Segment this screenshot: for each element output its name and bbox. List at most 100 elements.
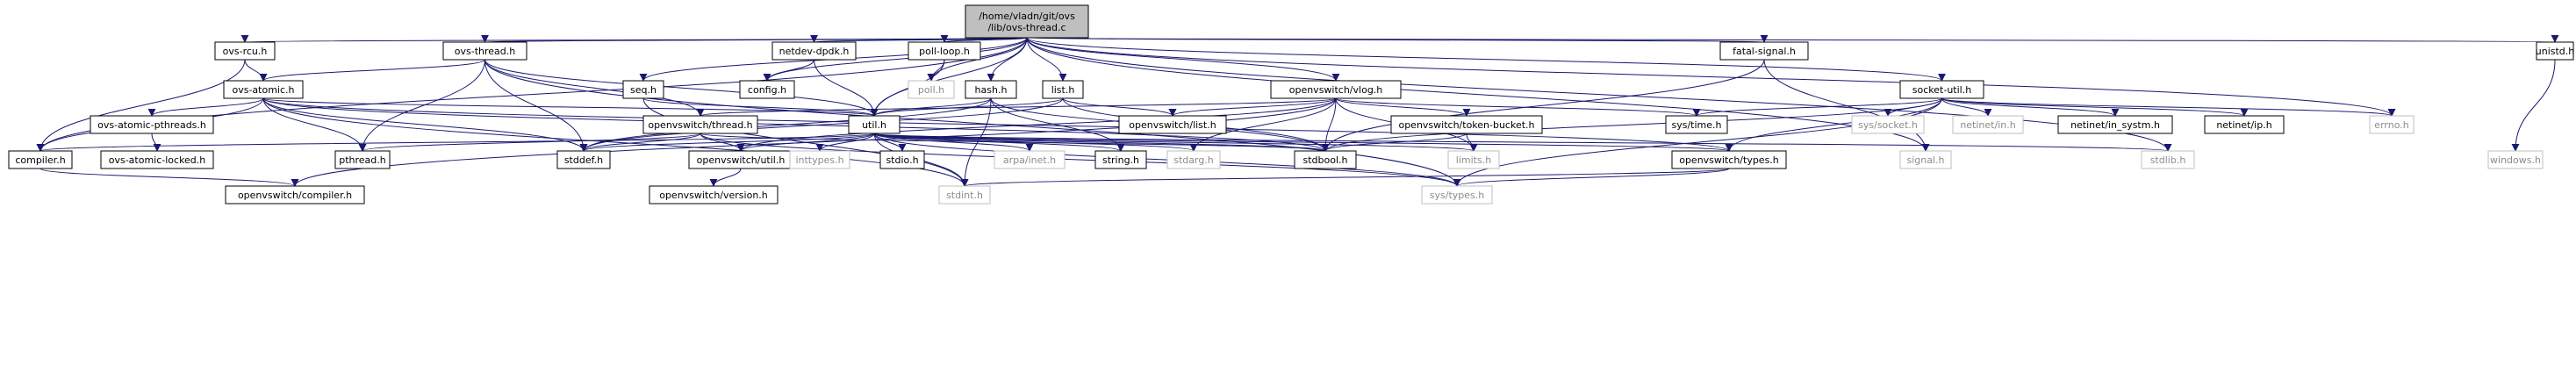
edge-root-to-fatal_signal: [1026, 33, 1766, 43]
node-vlog[interactable]: openvswitch/vlog.h: [1270, 80, 1402, 99]
edge-ovs_thread_h-to-ovs_thread_pub: [484, 59, 705, 117]
edge-ovs_thread_pub-to-stdbool: [700, 133, 1329, 152]
node-label: ovs-thread.h: [455, 46, 515, 57]
node-ovs-rcu[interactable]: ovs-rcu.h: [214, 41, 276, 61]
node-limits: limits.h: [1447, 150, 1500, 169]
node-seq[interactable]: seq.h: [622, 80, 664, 99]
node-util[interactable]: util.h: [848, 115, 901, 134]
edge-seq-to-util: [642, 97, 879, 117]
node-label: signal.h: [1906, 154, 1944, 166]
node-fatal-signal[interactable]: fatal-signal.h: [1719, 41, 1809, 61]
node-box: [1421, 185, 1493, 204]
node-stdlib: stdlib.h: [2141, 150, 2195, 169]
node-box: [100, 150, 214, 169]
node-ovs-types[interactable]: openvswitch/types.h: [1671, 150, 1787, 169]
node-label: compiler.h: [15, 154, 65, 166]
node-box: [223, 80, 304, 99]
node-ovs-list[interactable]: openvswitch/list.h: [1118, 115, 1227, 134]
node-box: [1899, 150, 1952, 169]
node-label: poll.h: [918, 84, 944, 96]
node-box: [649, 185, 779, 204]
node-label: windows.h: [2490, 154, 2541, 166]
node-ovs-util[interactable]: openvswitch/util.h: [688, 150, 793, 169]
node-string[interactable]: string.h: [1094, 150, 1147, 169]
edge-root-to-unistd: [1026, 33, 2556, 43]
node-label: openvswitch/version.h: [659, 190, 768, 201]
edge-ovs_thread_h-to-sys_types: [484, 59, 1461, 187]
node-box: [1719, 41, 1809, 61]
node-list[interactable]: list.h: [1042, 80, 1084, 99]
edge-fatal_signal-to-signal: [1763, 59, 1930, 152]
node-label: openvswitch/token-bucket.h: [1398, 119, 1534, 131]
node-poll-loop[interactable]: poll-loop.h: [908, 41, 981, 61]
node-box: [1166, 150, 1221, 169]
edge-ovs_rcu-to-compiler: [36, 59, 246, 152]
node-netinet-in-systm[interactable]: netinet/in_systm.h: [2057, 115, 2173, 134]
edge-list-to-util: [870, 97, 1064, 117]
node-socket-util[interactable]: socket-util.h: [1899, 80, 1984, 99]
node-signal: signal.h: [1899, 150, 1952, 169]
node-hash[interactable]: hash.h: [965, 80, 1017, 99]
node-compiler[interactable]: compiler.h: [8, 150, 73, 169]
node-unistd[interactable]: unistd.h: [2536, 41, 2575, 61]
node-box: [214, 41, 276, 61]
edge-util-to-arpa_inet: [873, 133, 1034, 152]
node-netdev-dpdk[interactable]: netdev-dpdk.h: [771, 41, 857, 61]
edge-util-to-stdbool: [873, 133, 1330, 152]
node-ovs-atomic-locked[interactable]: ovs-atomic-locked.h: [100, 150, 214, 169]
node-stdbool[interactable]: stdbool.h: [1294, 150, 1357, 169]
node-token-bucket[interactable]: openvswitch/token-bucket.h: [1390, 115, 1543, 134]
node-box: [1118, 115, 1227, 134]
node-label: netinet/ip.h: [2216, 119, 2271, 131]
edge-socket_util-to-netinet_in_systm: [1941, 97, 2120, 117]
node-root[interactable]: /home/vladn/git/ovs/lib/ovs-thread.c: [965, 4, 1089, 39]
edge-hash-to-util: [870, 97, 992, 117]
node-box: [1094, 150, 1147, 169]
node-label: errno.h: [2374, 119, 2408, 131]
node-box: [879, 150, 925, 169]
node-box: [556, 150, 611, 169]
node-ovs-compiler[interactable]: openvswitch/compiler.h: [225, 185, 365, 204]
edge-netdev_dpdk-to-util: [814, 59, 879, 117]
node-box: [938, 185, 991, 204]
edge-compiler-to-ovs_compiler: [39, 168, 299, 187]
node-ovs-atomic-pthreads[interactable]: ovs-atomic-pthreads.h: [90, 115, 214, 134]
node-ovs-version[interactable]: openvswitch/version.h: [649, 185, 779, 204]
node-sys-time[interactable]: sys/time.h: [1665, 115, 1728, 134]
node-netinet-ip[interactable]: netinet/ip.h: [2204, 115, 2285, 134]
edge-socket_util-to-netinet_in: [1941, 97, 1992, 117]
edge-ovs_atomic_pthreads-to-ovs_atomic_locked: [151, 133, 161, 152]
node-label: stdbool.h: [1303, 154, 1348, 166]
edge-root-to-vlog: [1026, 37, 1340, 82]
edge-ovs_thread_h-to-ovs_atomic: [259, 59, 485, 82]
node-windows: windows.h: [2487, 150, 2544, 169]
node-box: [994, 150, 1066, 169]
node-stdio[interactable]: stdio.h: [879, 150, 925, 169]
node-ovs-thread-h[interactable]: ovs-thread.h: [442, 41, 527, 61]
node-box: [622, 80, 664, 99]
node-label: openvswitch/compiler.h: [238, 190, 352, 201]
node-ovs-atomic[interactable]: ovs-atomic.h: [223, 80, 304, 99]
node-box: [1851, 115, 1925, 134]
node-label: sys/types.h: [1430, 190, 1484, 201]
node-pthread[interactable]: pthread.h: [334, 150, 391, 169]
node-box: [1899, 80, 1984, 99]
edge-ovs_atomic-to-stdbool: [262, 97, 1330, 152]
node-label: socket-util.h: [1912, 84, 1971, 96]
node-config[interactable]: config.h: [739, 80, 795, 99]
node-box: [1294, 150, 1357, 169]
node-ovs-thread-pub[interactable]: openvswitch/thread.h: [642, 115, 758, 134]
node-errno: errno.h: [2369, 115, 2415, 134]
node-stddef[interactable]: stddef.h: [556, 150, 611, 169]
node-layer: /home/vladn/git/ovs/lib/ovs-thread.c ovs-…: [8, 4, 2575, 204]
node-label: openvswitch/list.h: [1129, 119, 1216, 131]
node-label: openvswitch/types.h: [1679, 154, 1779, 166]
edge-ovs_atomic-to-ovs_types: [262, 97, 1733, 152]
node-box: [334, 150, 391, 169]
node-box: [1665, 115, 1728, 134]
node-label: stdint.h: [946, 190, 983, 201]
edge-root-to-ovs_thread_h: [483, 34, 1028, 43]
edge-socket_util-to-netinet_ip: [1941, 97, 2249, 117]
node-label: list.h: [1051, 84, 1075, 96]
edge-root-to-hash: [987, 37, 1028, 82]
